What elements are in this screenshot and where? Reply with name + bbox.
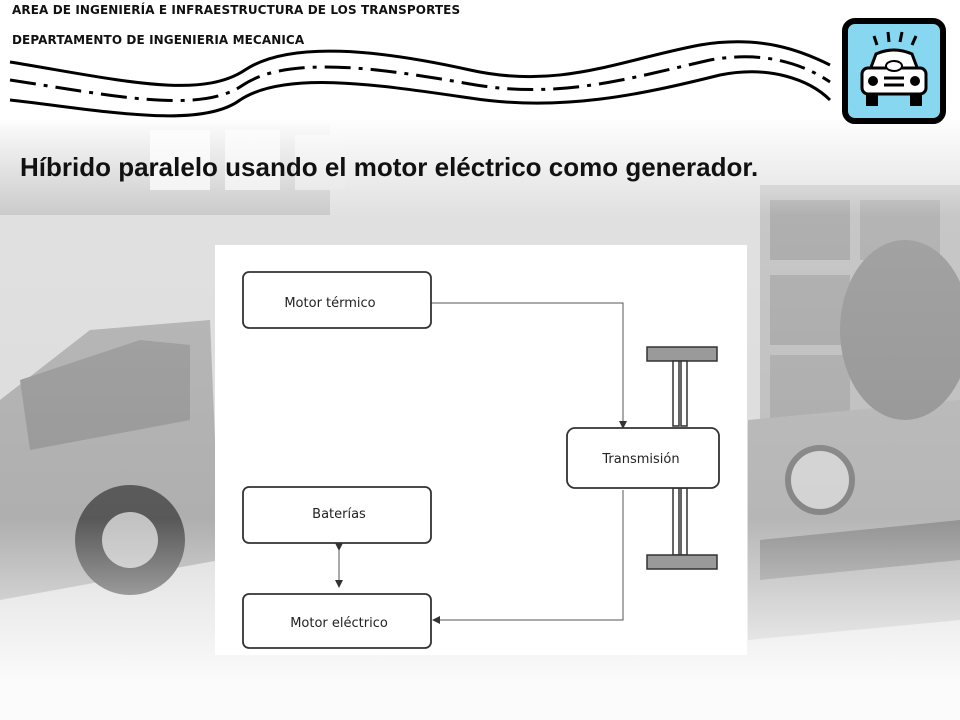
node-label-transmision: Transmisión	[601, 452, 679, 467]
header-department-text: DEPARTAMENTO DE INGENIERIA MECANICA	[12, 33, 305, 47]
edge-transmision-to-motor-electrico	[432, 490, 624, 624]
edge-motor-termico-to-transmision	[431, 302, 627, 429]
node-label-motor-termico: Motor térmico	[284, 296, 375, 311]
node-label-baterias: Baterías	[312, 507, 366, 522]
front-wheel	[646, 346, 718, 362]
hybrid-diagram: Motor térmico Baterías Motor eléctrico T…	[242, 271, 720, 649]
rear-wheel	[646, 554, 718, 570]
diagram-panel: Motor térmico Baterías Motor eléctrico T…	[215, 245, 747, 655]
node-motor-electrico: Motor eléctrico	[242, 593, 432, 649]
node-label-motor-electrico: Motor eléctrico	[290, 616, 388, 631]
node-baterias: Baterías	[242, 486, 432, 544]
header-area-text: AREA DE INGENIERÍA E INFRAESTRUCTURA DE …	[12, 3, 461, 17]
node-motor-termico: Motor térmico	[242, 271, 432, 329]
axle-shaft-lower-left	[672, 487, 680, 556]
slide-title: Híbrido paralelo usando el motor eléctri…	[20, 152, 759, 182]
axle-shaft-upper-left	[672, 360, 680, 427]
axle-shaft-lower-right	[680, 487, 688, 556]
car-headlights-icon	[842, 18, 946, 124]
node-transmision: Transmisión	[566, 427, 720, 489]
axle-shaft-upper-right	[680, 360, 688, 427]
road-decoration	[9, 40, 832, 118]
